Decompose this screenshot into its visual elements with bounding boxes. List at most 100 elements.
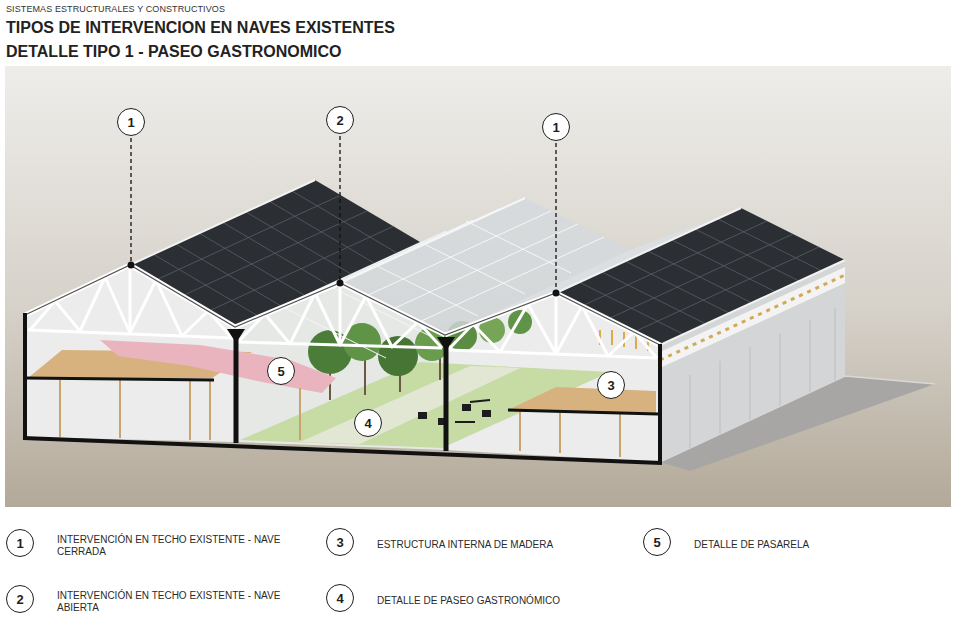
leader-line	[339, 136, 340, 281]
roof	[582, 221, 767, 306]
roof	[608, 234, 793, 319]
roof	[672, 240, 776, 292]
roof	[718, 219, 822, 271]
timber-mezzanine	[25, 340, 658, 457]
section-cut	[23, 313, 27, 439]
callout-text: 1	[127, 115, 134, 130]
roof	[579, 219, 822, 334]
roof	[625, 261, 729, 313]
timber-mezzanine	[119, 380, 121, 438]
roof	[634, 247, 819, 332]
roof	[556, 208, 845, 345]
legend-text: DETALLE DE PASARELA	[694, 533, 956, 551]
legend-number-circle: 5	[643, 528, 671, 556]
roof	[130, 180, 420, 327]
roof-edge	[25, 265, 660, 345]
leader-dot	[128, 262, 560, 297]
steel-truss	[30, 265, 130, 333]
legend-item: 1INTERVENCIÓN EN TECHO EXISTENTE - NAVE …	[6, 528, 297, 558]
roof	[327, 285, 432, 337]
callout-number: 3	[597, 371, 625, 399]
side-wall	[690, 375, 691, 448]
leader-line	[555, 143, 556, 291]
gastronomic-walk	[482, 410, 491, 417]
steel-truss	[448, 293, 556, 354]
callout-number: 4	[354, 409, 382, 437]
legend-number-circle: 1	[6, 529, 34, 557]
roof	[556, 208, 741, 293]
legend-number-circle: 2	[6, 585, 34, 613]
steel-truss	[556, 306, 657, 358]
roof	[269, 201, 374, 263]
legend-number: 2	[16, 592, 23, 607]
roof	[660, 260, 845, 345]
timber-mezzanine	[59, 380, 61, 437]
gastronomic-walk	[470, 400, 490, 402]
timber-mezzanine	[100, 340, 336, 393]
legend-number: 1	[16, 536, 23, 551]
roof	[695, 229, 799, 281]
callout-text: 1	[552, 120, 559, 135]
side-wall	[720, 361, 721, 434]
legend-item: 2 INTERVENCIÓN EN TECHO EXISTENTE - NAVE …	[6, 584, 297, 614]
interior	[611, 330, 613, 345]
callout-number: 1	[117, 108, 145, 136]
leader-dot	[553, 290, 560, 297]
roof	[182, 211, 367, 296]
section-cut	[444, 338, 449, 451]
diagram-subtitle: DETALLE TIPO 1 - PASEO GASTRONOMICO	[6, 43, 341, 61]
timber-mezzanine	[189, 380, 191, 440]
roof	[199, 233, 304, 295]
roof	[420, 242, 525, 294]
column-cap	[227, 329, 455, 351]
roof	[648, 251, 752, 303]
roof	[153, 191, 397, 316]
leader-dot	[337, 280, 344, 287]
timber-mezzanine	[299, 388, 301, 440]
gastronomic-walk	[455, 421, 475, 423]
section-cut	[658, 344, 662, 464]
column-cap	[227, 329, 245, 343]
steel-truss	[448, 350, 657, 358]
roof	[222, 222, 327, 284]
header-kicker: SISTEMAS ESTRUCTURALES Y CONSTRUCTIVOS	[6, 4, 225, 14]
legend-number-circle: 3	[326, 528, 354, 556]
roof	[466, 221, 571, 273]
callout-text: 4	[364, 416, 371, 431]
section-cut	[234, 330, 239, 443]
legend-item: 4 DETALLE DE PASEO GASTRONÓMICO	[326, 584, 637, 612]
timber-mezzanine	[209, 380, 211, 440]
legend-number-circle: 4	[326, 584, 354, 612]
timber-mezzanine	[619, 414, 621, 457]
section-cut	[23, 313, 662, 464]
roof	[246, 212, 351, 274]
roof	[292, 191, 397, 253]
diagram-title: TIPOS DE INTERVENCION EN NAVES EXISTENTE…	[6, 19, 395, 37]
legend-number: 5	[653, 535, 660, 550]
callout-number: 5	[267, 357, 295, 385]
legend-item: 5 DETALLE DE PASARELA	[643, 528, 956, 556]
legend-text: INTERVENCIÓN EN TECHO EXISTENTE - NAVE A…	[57, 584, 297, 614]
timber-mezzanine	[559, 413, 561, 453]
background-panel	[5, 66, 951, 507]
gastronomic-walk	[418, 412, 427, 419]
timber-mezzanine	[508, 410, 658, 414]
side-wall	[750, 347, 751, 420]
callout-text: 2	[336, 113, 343, 128]
steel-truss	[130, 280, 232, 338]
callout-text: 5	[277, 364, 284, 379]
roof-edge	[25, 265, 660, 345]
roof	[579, 282, 683, 334]
side-wall	[780, 334, 781, 406]
gastronomic-walk	[462, 404, 471, 411]
legend-item: 3 ESTRUCTURA INTERNA DE MADERA	[326, 528, 637, 556]
roof	[130, 180, 315, 265]
legend-number: 3	[336, 535, 343, 550]
leader-line	[131, 136, 556, 291]
roof	[176, 244, 281, 306]
legend-number: 4	[336, 591, 343, 606]
legend-text: ESTRUCTURA INTERNA DE MADERA	[377, 533, 637, 551]
legend-text: DETALLE DE PASEO GASTRONÓMICO	[377, 589, 637, 607]
callout-number: 2	[326, 106, 354, 134]
leader-dot	[128, 262, 135, 269]
